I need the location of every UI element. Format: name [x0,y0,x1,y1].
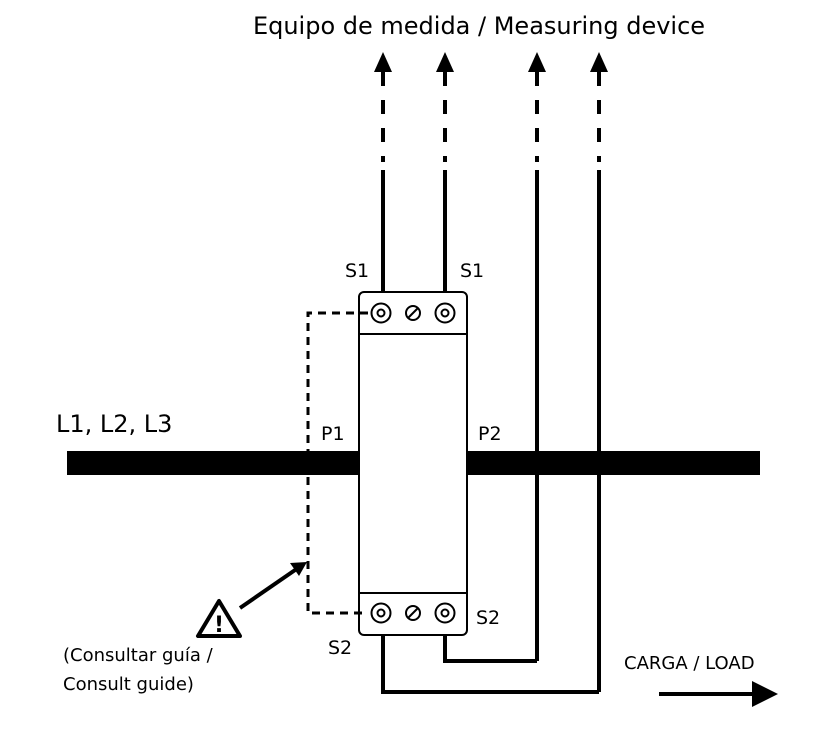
warning-text-line2: Consult guide) [63,674,194,695]
primary-conductor-right [467,451,760,475]
terminal-label-p2: P2 [478,423,502,445]
diagram-title: Equipo de medida / Measuring device [253,12,705,40]
terminal-screw-icon [370,602,392,624]
terminal-label-s2-left: S2 [328,637,352,659]
load-label: CARGA / LOAD [624,653,755,674]
warning-glyph: ! [214,613,224,638]
terminal-screw-icon [370,302,392,324]
warning-pointer [238,562,307,610]
warning-triangle-icon: ! [196,599,242,638]
wire-s2-right [443,626,537,663]
wire-s2-left [381,626,599,694]
terminal-label-s1-right: S1 [460,260,484,282]
terminal-label-s2-right: S2 [476,607,500,629]
secondary-wires [381,170,601,694]
arrow-up-icon [374,52,392,72]
current-transformer [358,291,468,636]
terminal-screw-icon [405,305,421,321]
terminal-screw-icon [405,605,421,621]
terminal-label-s1-left: S1 [345,260,369,282]
measuring-device-arrows [374,52,608,72]
arrow-right-icon [659,681,778,707]
warning-text-line1: (Consultar guía / [63,645,214,666]
terminal-screw-icon [434,602,456,624]
arrow-up-icon [528,52,546,72]
dashed-leads [381,72,601,162]
line-label: L1, L2, L3 [56,410,172,438]
terminal-label-p1: P1 [321,423,345,445]
ct-body [358,291,468,636]
arrow-up-icon [436,52,454,72]
arrow-up-icon [590,52,608,72]
dashed-earth-link [306,311,368,615]
arrow-head-icon [290,562,307,576]
primary-conductor-left [67,451,359,475]
terminal-screw-icon [434,302,456,324]
